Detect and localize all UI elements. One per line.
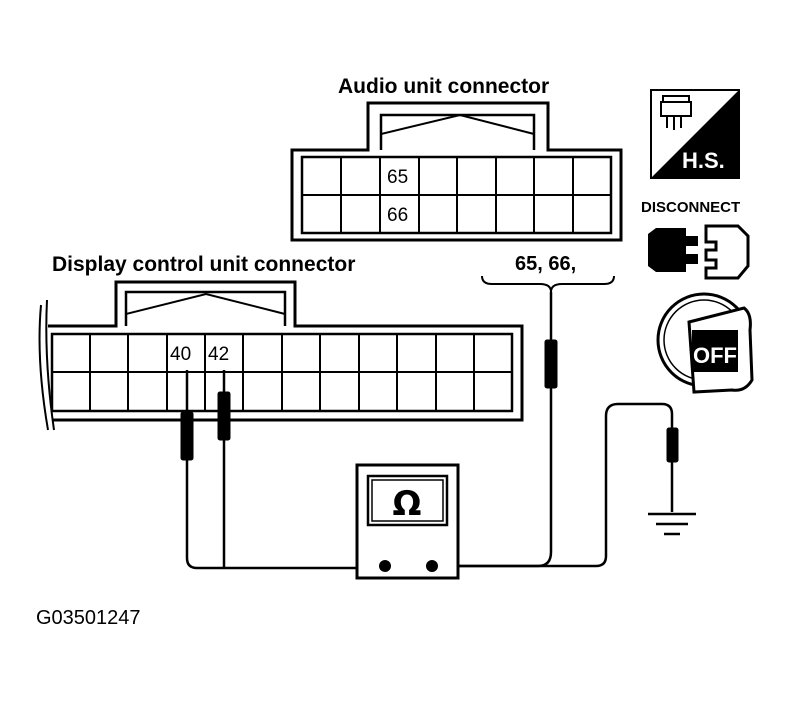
disconnect-icon <box>648 224 750 280</box>
meter-display <box>366 474 449 527</box>
audio-connector-label: Audio unit connector <box>338 75 549 98</box>
probe-65-66[interactable] <box>544 339 558 389</box>
ohmmeter: Ω <box>355 463 460 580</box>
harness-side-badge: H.S. <box>650 89 740 179</box>
probe-wires <box>185 292 674 570</box>
probe-40[interactable] <box>180 411 194 461</box>
figure-id: G03501247 <box>36 607 141 629</box>
ground-icon <box>648 512 696 536</box>
ignition-off-label: OFF <box>693 343 737 368</box>
probe-tips <box>180 339 679 463</box>
display-control-unit-connector <box>38 280 524 431</box>
audio-unit-connector <box>290 101 623 242</box>
probe-ground[interactable] <box>666 427 679 463</box>
terminals-bracket <box>481 275 615 293</box>
disconnect-label: DISCONNECT <box>641 199 740 216</box>
ignition-off-icon: OFF <box>656 292 754 394</box>
pin-66-label: 66 <box>387 205 408 226</box>
pin-42-label: 42 <box>208 344 229 365</box>
harness-side-label: H.S. <box>682 148 725 173</box>
display-connector-label: Display control unit connector <box>52 253 355 276</box>
ohm-symbol-icon: Ω <box>393 484 422 524</box>
probe-42[interactable] <box>217 391 231 441</box>
meter-terminal-negative[interactable] <box>379 560 391 572</box>
connector-harness-icon <box>660 95 692 130</box>
pin-40-label: 40 <box>170 344 191 365</box>
meter-terminal-positive[interactable] <box>426 560 438 572</box>
audio-terminals-label: 65, 66, <box>515 253 576 275</box>
pin-65-label: 65 <box>387 167 408 188</box>
